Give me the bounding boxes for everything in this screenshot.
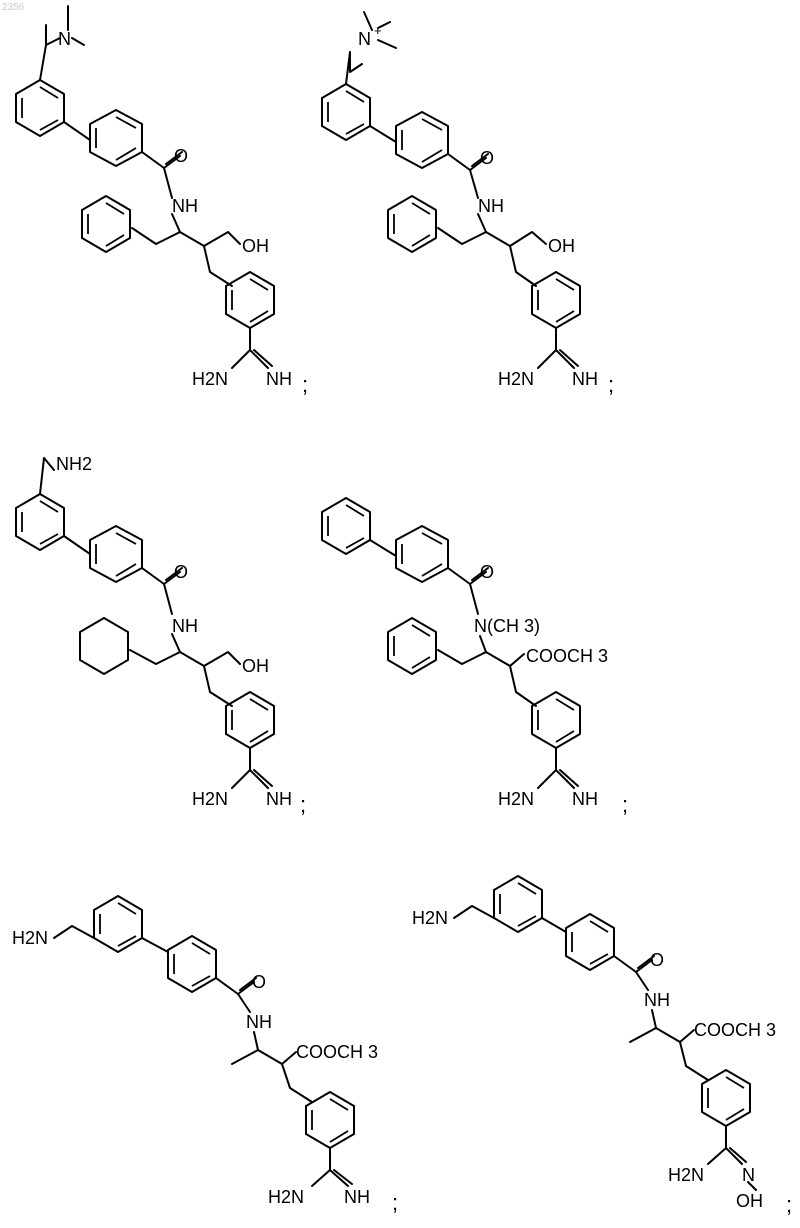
amidine-left: H2N (498, 369, 534, 389)
oxime-oh-label: OH (736, 1191, 763, 1211)
benzene-ring (396, 526, 448, 582)
benzene-ring (306, 1092, 354, 1148)
cyclohexane-ring (80, 618, 128, 674)
benzene-ring (226, 272, 274, 328)
benzene-ring (16, 494, 64, 550)
amine-label: NH2 (56, 454, 92, 474)
amine-label: H2N (12, 928, 48, 948)
oh-label: OH (242, 236, 269, 256)
amidine-right: NH (266, 789, 292, 809)
amidine-left: H2N (498, 789, 534, 809)
amidine-left: H2N (192, 369, 228, 389)
structure-4: O N(CH 3) COOCH 3 H2N NH ; (322, 498, 628, 817)
carbonyl-o: O (174, 562, 188, 582)
benzene-ring (388, 196, 436, 252)
separator: ; (786, 1192, 792, 1217)
carbonyl-o: O (174, 146, 188, 166)
nh-label: NH (172, 196, 198, 216)
benzene-ring (566, 914, 614, 970)
amidine-right: NH (266, 369, 292, 389)
carbonyl-o: O (252, 972, 266, 992)
benzene-ring (396, 112, 448, 168)
amidine-right: NH (572, 369, 598, 389)
separator: ; (392, 1190, 398, 1215)
benzene-ring (16, 80, 64, 136)
carbonyl-o: O (480, 148, 494, 168)
amine-label: H2N (412, 908, 448, 928)
separator: ; (302, 372, 308, 397)
amidine-right: N (742, 1165, 755, 1185)
benzene-ring (532, 692, 580, 748)
nh-label: NH (172, 616, 198, 636)
amidine-right: NH (572, 789, 598, 809)
oh-label: OH (548, 236, 575, 256)
structure-6: H2N O NH COOCH 3 H2N N OH ; (412, 876, 792, 1217)
benzene-ring (322, 498, 370, 554)
charge-label: + (374, 23, 382, 38)
amidine-right: NH (344, 1187, 370, 1207)
benzene-ring (494, 876, 542, 932)
ester-label: COOCH 3 (526, 646, 608, 666)
amine-label: N (58, 29, 71, 49)
benzene-ring (226, 692, 274, 748)
nh-label: NH (246, 1012, 272, 1032)
structure-1: N O NH OH H2N NH ; (16, 6, 308, 397)
ester-label: COOCH 3 (694, 1020, 776, 1040)
page-id-label: 2356 (2, 2, 25, 13)
benzene-ring (322, 84, 370, 140)
amidine-left: H2N (668, 1165, 704, 1185)
separator: ; (622, 792, 628, 817)
structure-5: H2N O NH COOCH 3 H2N NH ; (12, 896, 398, 1215)
nh-label: NH (478, 196, 504, 216)
benzene-ring (702, 1070, 750, 1126)
carbonyl-o: O (480, 562, 494, 582)
benzene-ring (388, 618, 436, 674)
benzene-ring (90, 526, 142, 582)
separator: ; (608, 372, 614, 397)
structure-2: N + O NH OH H2N NH ; (322, 12, 614, 397)
amine-label: N (358, 29, 371, 49)
benzene-ring (532, 272, 580, 328)
separator: ; (300, 792, 306, 817)
benzene-ring (168, 936, 216, 992)
ester-label: COOCH 3 (296, 1042, 378, 1062)
benzene-ring (82, 196, 130, 252)
carbonyl-o: O (650, 950, 664, 970)
benzene-ring (94, 896, 142, 952)
oh-label: OH (242, 656, 269, 676)
nh-label: NH (644, 990, 670, 1010)
structure-3: NH2 O NH OH H2N NH ; (16, 454, 306, 817)
amidine-left: H2N (268, 1187, 304, 1207)
benzene-ring (90, 110, 142, 166)
n-methyl-label: N(CH 3) (474, 616, 540, 636)
amidine-left: H2N (192, 789, 228, 809)
